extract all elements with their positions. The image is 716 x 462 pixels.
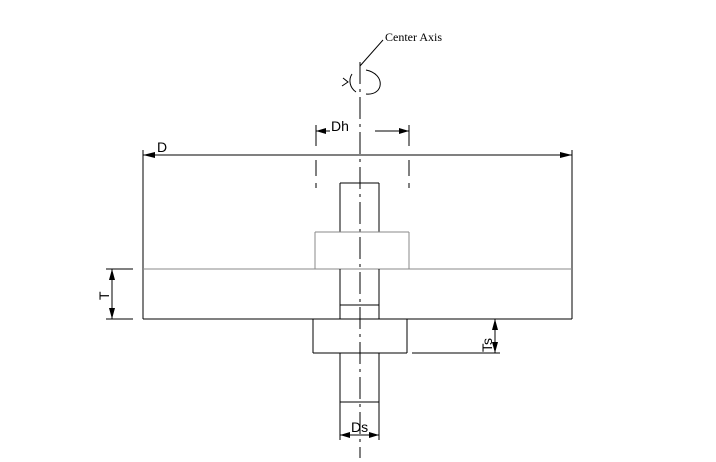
dh-arrow-right [399,128,409,134]
t-label: T [96,291,112,300]
rotation-arrow-tail [349,73,357,93]
ts-arrow-bottom [492,342,498,353]
d-arrow-right [560,152,572,158]
center-axis-label: Center Axis [385,30,442,44]
d-label: D [157,139,167,155]
ds-arrow-right [369,432,379,438]
ds-arrow-left [340,432,350,438]
rotation-arrow-icon [365,69,381,95]
t-arrow-bottom [109,308,115,319]
d-arrow-left [143,152,155,158]
ts-arrow-top [492,319,498,330]
center-axis-leader [359,39,384,67]
ts-label: Ts [479,338,495,352]
dh-label: Dh [331,118,349,134]
ds-label: Ds [351,419,368,435]
rotation-arrow-head [341,77,349,87]
t-arrow-top [109,269,115,280]
dh-arrow-left [316,128,326,134]
